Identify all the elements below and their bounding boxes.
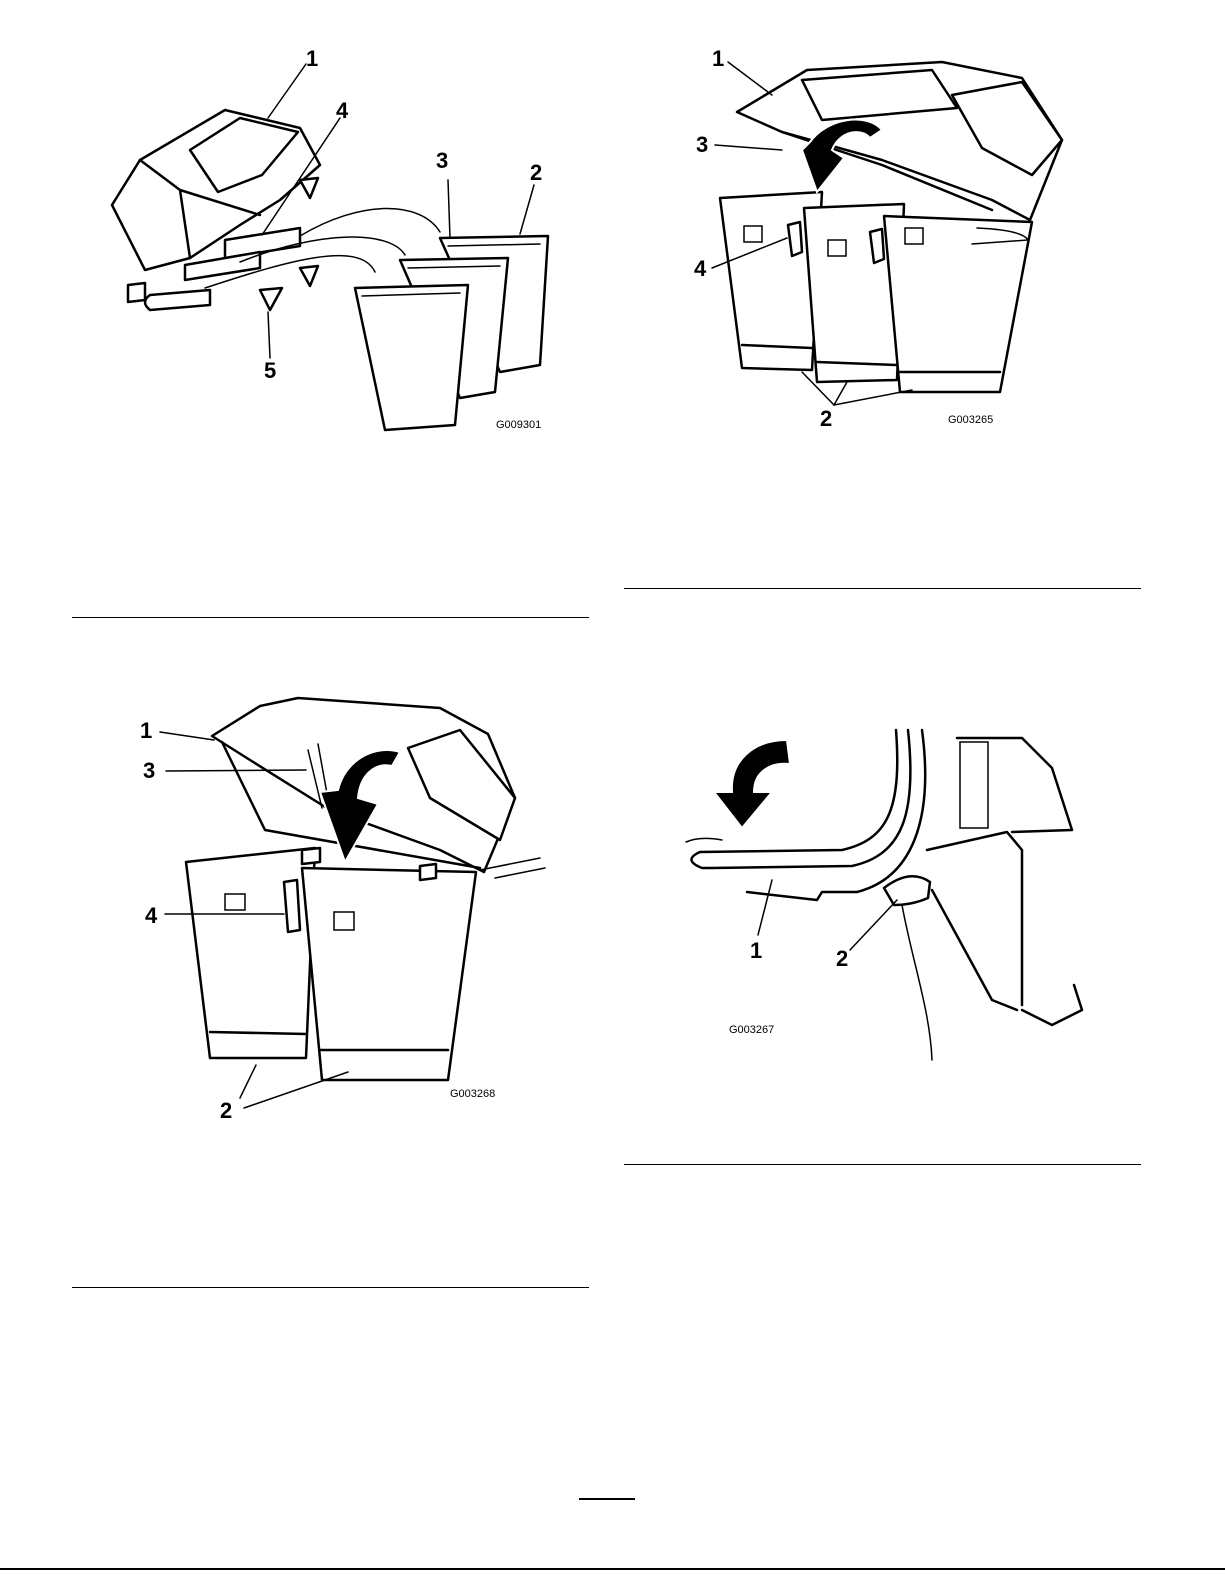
figure-three-bag-lid: 1 3 4 2 G003265 <box>612 0 1225 470</box>
callout-1: 1 <box>140 720 152 742</box>
divider <box>72 617 589 618</box>
footer-rule <box>0 1568 1225 1570</box>
callout-1: 1 <box>750 940 762 962</box>
callout-2: 2 <box>220 1100 232 1122</box>
figure-latch-lever: 1 2 G003267 <box>612 700 1225 1080</box>
callout-4: 4 <box>694 258 706 280</box>
figure-code: G009301 <box>496 419 541 431</box>
callout-1: 1 <box>712 48 724 70</box>
figure-code: G003268 <box>450 1088 495 1100</box>
figure-code: G003267 <box>729 1024 774 1036</box>
callout-2: 2 <box>820 408 832 430</box>
figure-code: G003265 <box>948 414 993 426</box>
callout-3: 3 <box>436 150 448 172</box>
divider <box>72 1287 589 1288</box>
figure-two-bag-lid: 1 3 4 2 G003268 <box>0 640 600 1140</box>
callout-1: 1 <box>306 48 318 70</box>
latch-lever-illustration <box>612 700 1225 1080</box>
callout-5: 5 <box>264 360 276 382</box>
callout-3: 3 <box>143 760 155 782</box>
divider <box>624 1164 1141 1165</box>
divider <box>624 588 1141 589</box>
callout-2: 2 <box>530 162 542 184</box>
callout-3: 3 <box>696 134 708 156</box>
callout-4: 4 <box>145 905 157 927</box>
page-number-rule <box>579 1498 635 1500</box>
callout-2: 2 <box>836 948 848 970</box>
three-bag-lid-illustration <box>612 0 1225 470</box>
two-bag-lid-illustration <box>0 640 600 1140</box>
callout-4: 4 <box>336 100 348 122</box>
figure-hopper-install: 1 4 3 2 5 G009301 <box>0 0 600 470</box>
hopper-install-illustration <box>0 0 600 470</box>
